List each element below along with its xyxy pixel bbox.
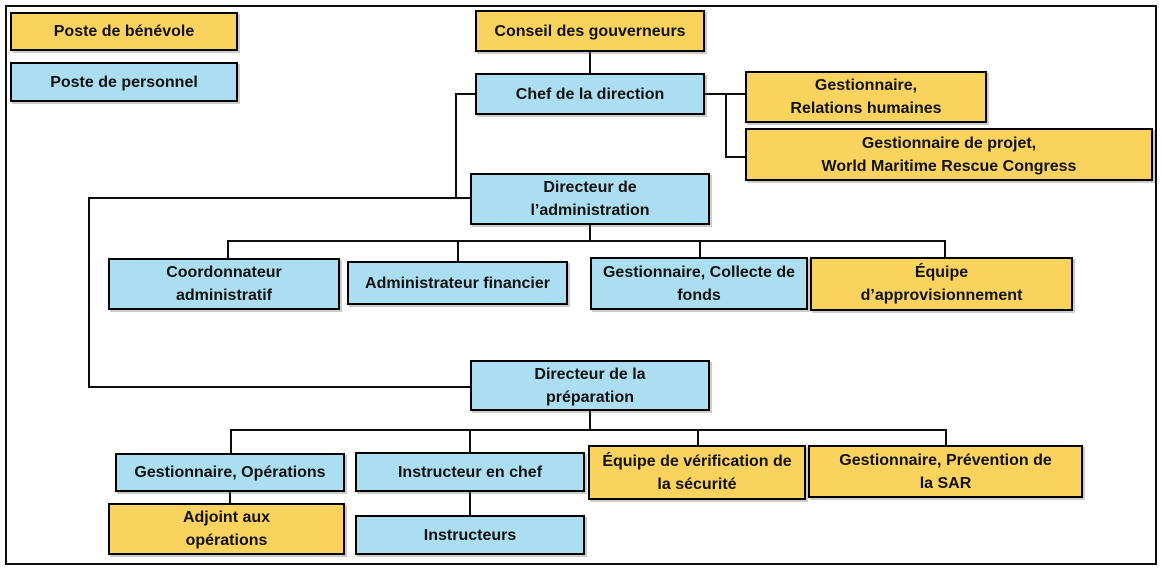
connector-chef-left-stub [455,93,477,95]
node-chef-de-la-direction: Chef de la direction [475,73,705,115]
connector-far-left-down [88,197,90,388]
connector-drop-approv [944,240,946,259]
node-gestionnaire-collecte-de-fonds: Gestionnaire, Collecte de fonds [590,257,808,310]
legend-staff-box: Poste de personnel [10,62,238,102]
outer-border [5,5,1157,565]
connector-drop-coord [227,240,229,260]
connector-chef-left-down [455,93,457,199]
connector-right-down [725,93,727,158]
node-label: Chef de la direction [515,85,665,103]
node-label: fonds [677,286,721,304]
node-equipe-de-verification-de-la-securite: Équipe de vérification de la sécurité [588,445,806,500]
node-gestionnaire-operations: Gestionnaire, Opérations [115,453,345,492]
legend-staff-label: Poste de personnel [50,73,198,91]
node-label: Équipe de vérification de [602,452,792,470]
node-label: l’administration [530,202,650,219]
connector-drop-admin-fin [457,240,459,263]
node-equipe-d-approvisionnement: Équipe d’approvisionnement [810,257,1073,311]
connector-drop-collecte [699,240,701,259]
node-directeur-de-l-administration: Directeur de l’administration [470,173,710,225]
connector-dir-prep-left [88,386,472,388]
connector-rail-prep [230,429,947,431]
node-label: Gestionnaire, Opérations [134,464,326,481]
node-label: Directeur de [543,179,637,196]
connector-drop-instr-chef [469,429,471,454]
node-label: administratif [175,287,272,304]
node-label: Gestionnaire, Prévention de [839,451,1052,469]
node-label: Relations humaines [790,100,942,117]
node-label: préparation [545,388,634,406]
node-label: Coordonnateur [166,264,282,281]
node-label: Gestionnaire, [814,77,918,94]
node-label: World Maritime Rescue Congress [821,157,1077,175]
node-instructeurs: Instructeurs [355,515,585,555]
node-label: Directeur de la [534,365,646,383]
node-label: d’approvisionnement [860,287,1023,304]
node-label: Instructeur en chef [397,463,543,481]
connector-dir-prep-drop [589,411,591,430]
node-label: Adjoint aux [182,509,271,526]
node-label: Équipe [914,264,969,281]
node-label: la sécurité [657,475,737,493]
legend-volunteer-box: Poste de bénévole [10,12,238,51]
node-label: Gestionnaire de projet, [861,134,1037,152]
node-instructeur-en-chef: Instructeur en chef [355,452,585,492]
connector-instr-instructeurs [469,492,471,517]
node-label: la SAR [919,474,972,492]
node-label: Instructeurs [423,526,517,544]
connector-drop-prevention [945,429,947,447]
node-administrateur-financier: Administrateur financier [347,261,568,305]
node-label: Conseil des gouverneurs [494,22,686,40]
connector-drop-verif [697,429,699,447]
connector-drop-ops [230,429,232,455]
connector-dir-admin-left [88,197,472,199]
node-gestionnaire-prevention-de-la-sar: Gestionnaire, Prévention de la SAR [808,445,1083,498]
node-gestionnaire-relations-humaines: Gestionnaire, Relations humaines [745,71,987,123]
node-coordonnateur-administratif: Coordonnateur administratif [108,258,340,310]
connector-wmrc-branch [725,156,747,158]
connector-dir-admin-drop [589,225,591,241]
node-label: Administrateur financier [365,274,550,292]
legend-volunteer-label: Poste de bénévole [53,23,195,40]
connector-rail-admin [227,240,946,242]
node-label: opérations [185,532,268,549]
node-label: Gestionnaire, Collecte de [602,263,796,281]
connector-conseil-chef [589,52,591,73]
node-directeur-de-la-preparation: Directeur de la préparation [470,360,710,411]
connector-ops-adjoint [229,492,231,505]
node-gestionnaire-de-projet-wmrc: Gestionnaire de projet, World Maritime R… [745,128,1153,181]
node-adjoint-aux-operations: Adjoint aux opérations [108,503,345,555]
node-conseil-des-gouverneurs: Conseil des gouverneurs [475,10,705,52]
